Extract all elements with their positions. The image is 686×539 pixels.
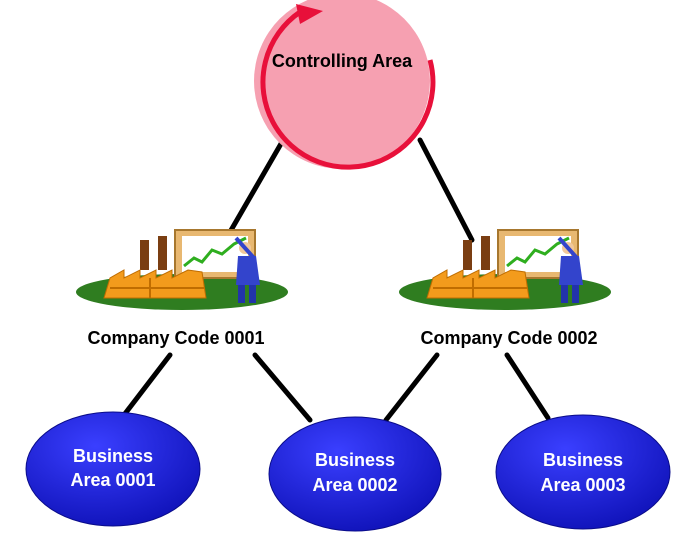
business-area-line1: Business bbox=[73, 446, 153, 466]
business-area-line2: Area 0002 bbox=[312, 475, 397, 495]
company-code-0002-icon bbox=[399, 229, 611, 310]
business-area-ellipse bbox=[268, 416, 442, 532]
connector-cc2-ba2 bbox=[383, 352, 440, 423]
company-code-0001-label: Company Code 0001 bbox=[87, 328, 264, 348]
connector-cc1-ba2 bbox=[252, 352, 313, 423]
business-area-ellipse bbox=[25, 411, 201, 527]
business-area-line1: Business bbox=[543, 450, 623, 470]
ring-arrowhead bbox=[296, 4, 323, 24]
factory-icon bbox=[426, 236, 530, 299]
business-area-line2: Area 0001 bbox=[70, 470, 155, 490]
connector-cc2-ba3 bbox=[504, 352, 551, 421]
presentation-board-icon bbox=[174, 229, 256, 279]
business-area-0001: Business Area 0001 bbox=[25, 411, 201, 527]
company-code-0001-icon bbox=[76, 229, 288, 310]
business-area-ellipse bbox=[495, 414, 671, 530]
controlling-area-label: Controlling Area bbox=[272, 51, 413, 71]
factory-icon bbox=[103, 236, 207, 299]
controlling-area-ring bbox=[260, 9, 436, 170]
connector-ca-cc1 bbox=[227, 139, 285, 235]
presenter-icon bbox=[557, 236, 583, 303]
business-area-line1: Business bbox=[315, 450, 395, 470]
controlling-area-circle bbox=[254, 0, 430, 169]
presenter-icon bbox=[234, 236, 260, 303]
business-area-0002: Business Area 0002 bbox=[268, 416, 442, 532]
controlling-area: Controlling Area bbox=[254, 0, 436, 170]
connector-cc1-ba1 bbox=[121, 352, 173, 418]
business-area-line2: Area 0003 bbox=[540, 475, 625, 495]
connectors bbox=[121, 137, 551, 423]
company-code-0002-label: Company Code 0002 bbox=[420, 328, 597, 348]
business-area-0003: Business Area 0003 bbox=[495, 414, 671, 530]
connector-ca-cc2 bbox=[417, 137, 475, 243]
